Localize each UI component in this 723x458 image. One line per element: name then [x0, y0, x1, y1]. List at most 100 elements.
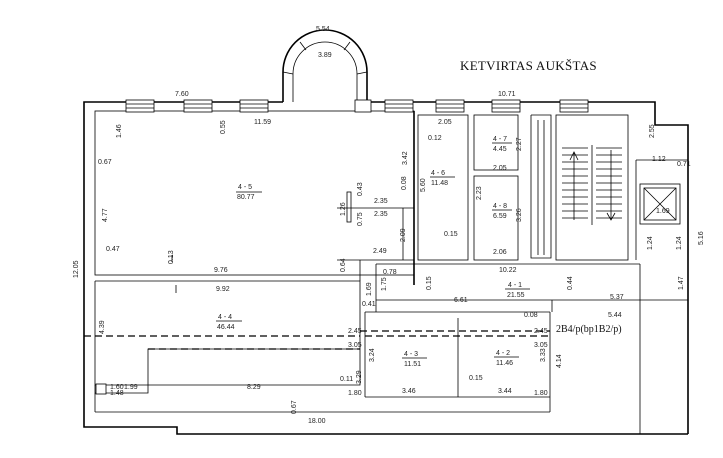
- dim-label: 2.55: [649, 124, 656, 138]
- bay-window: [282, 29, 368, 102]
- dim-label: 1.80: [348, 390, 362, 397]
- dim-label: 2.23: [476, 186, 483, 200]
- dim-label: 0.13: [168, 250, 175, 264]
- room-area: 11.48: [431, 180, 448, 187]
- dim-label: 2.35: [374, 211, 388, 218]
- room-id: 4 - 8: [493, 203, 507, 210]
- dim-label: 1.48: [110, 390, 124, 397]
- dim-label: 2.49: [373, 248, 387, 255]
- dim-label: 1.46: [116, 124, 123, 138]
- dim-label: 3.05: [348, 342, 362, 349]
- dim-label: 3.46: [402, 388, 416, 395]
- dim-label: 0.64: [340, 258, 347, 272]
- dim-label: 5.54: [316, 26, 330, 33]
- dim-label: 4.39: [99, 320, 106, 334]
- room-id: 4 - 6: [431, 170, 445, 177]
- dim-label: 3.44: [498, 388, 512, 395]
- dim-label: 0.08: [401, 176, 408, 190]
- plan-code: 2B4/p(bp1B2/p): [556, 324, 622, 335]
- dim-label: 1.24: [647, 236, 654, 250]
- dim-label: 0.11: [340, 376, 353, 383]
- dim-label: 10.71: [498, 91, 516, 98]
- room-id: 4 - 1: [508, 282, 522, 289]
- dim-label: 0.15: [469, 375, 483, 382]
- dim-label: 3.33: [540, 348, 547, 362]
- dim-label: 0.12: [428, 135, 442, 142]
- dim-label: 1.24: [676, 236, 683, 250]
- dim-label: 0.71: [677, 161, 691, 168]
- room-id: 4 - 2: [496, 350, 510, 357]
- dim-label: 0.47: [106, 246, 120, 253]
- room-id: 4 - 7: [493, 136, 507, 143]
- dim-label: 1.47: [678, 276, 685, 290]
- dim-label: 3.26: [516, 208, 523, 222]
- dim-label: 0.08: [524, 312, 538, 319]
- dim-label: 3.05: [534, 342, 548, 349]
- top-windows: [125, 99, 589, 113]
- dim-label: 1.60: [110, 384, 124, 391]
- room-area: 80.77: [237, 194, 255, 201]
- dim-label: 0.78: [383, 269, 397, 276]
- dim-label: 0.44: [567, 276, 574, 290]
- dim-label: 0.15: [426, 276, 433, 290]
- elevator: [635, 159, 688, 260]
- dim-label: 1.12: [652, 156, 666, 163]
- outer-walls: [83, 101, 689, 435]
- dim-label: 0.75: [357, 212, 364, 226]
- dim-label: 0.67: [291, 400, 298, 414]
- dim-label: 1.99: [124, 384, 138, 391]
- dim-label: 4.77: [102, 208, 109, 222]
- dim-label: 7.60: [175, 91, 189, 98]
- room-area: 21.55: [507, 292, 525, 299]
- dim-label: 1.69: [366, 282, 373, 296]
- dim-label: 18.00: [308, 418, 326, 425]
- dim-label: 2.45: [534, 328, 548, 335]
- dim-label: 8.29: [247, 384, 261, 391]
- dim-label: 4.14: [556, 354, 563, 368]
- dim-label: 5.44: [608, 312, 622, 319]
- room-area: 11.46: [496, 360, 513, 367]
- dim-label: 3.29: [356, 370, 363, 384]
- dim-label: 1.69: [656, 208, 670, 215]
- room-labels: 4 - 5 80.77 4 - 6 11.48 4 - 7 4.45 4 - 8…: [216, 136, 530, 368]
- dim-label: 0.67: [98, 159, 112, 166]
- dim-label: 6.61: [454, 297, 468, 304]
- dim-label: 0.43: [357, 182, 364, 196]
- dim-label: 1.75: [381, 277, 388, 291]
- dim-label: 2.05: [438, 119, 452, 126]
- room-area: 11.51: [404, 361, 421, 368]
- dim-label: 5.37: [610, 294, 624, 301]
- plan-title: KETVIRTAS AUKŠTAS: [460, 58, 597, 73]
- dim-label: 12.05: [73, 260, 80, 278]
- staircase: [555, 114, 629, 261]
- interior-partitions: [171, 111, 688, 434]
- dim-label: 5.60: [420, 178, 427, 192]
- dim-label: 11.59: [254, 119, 271, 126]
- dim-label: 2.35: [374, 198, 388, 205]
- dim-label: 2.27: [516, 137, 523, 151]
- room-id: 4 - 3: [404, 351, 418, 358]
- room-area: 6.59: [493, 213, 507, 220]
- dim-label: 0.15: [444, 231, 458, 238]
- dimension-labels: 5.54 3.89 7.60 10.71 11.59 2.05 0.12 2.0…: [73, 26, 705, 425]
- room-area: 46.44: [217, 324, 235, 331]
- pier-markers: [95, 191, 352, 395]
- dim-label: 9.92: [216, 286, 230, 293]
- dim-label: 2.45: [348, 328, 362, 335]
- dim-label: 3.42: [402, 151, 409, 165]
- dim-label: 0.41: [362, 301, 376, 308]
- dim-label: 5.16: [698, 231, 705, 245]
- dim-label: 2.05: [493, 165, 507, 172]
- dim-label: 1.26: [340, 202, 347, 216]
- dim-label: 1.80: [534, 390, 548, 397]
- dashed-lines: [84, 330, 550, 350]
- dim-label: 3.24: [369, 348, 376, 362]
- room-area: 4.45: [493, 146, 507, 153]
- dim-label: 9.76: [214, 267, 228, 274]
- dim-label: 2.06: [493, 249, 507, 256]
- dim-label: 2.09: [400, 228, 407, 242]
- room-id: 4 - 5: [238, 184, 252, 191]
- dim-label: 0.55: [220, 120, 227, 134]
- room-id: 4 - 4: [218, 314, 232, 321]
